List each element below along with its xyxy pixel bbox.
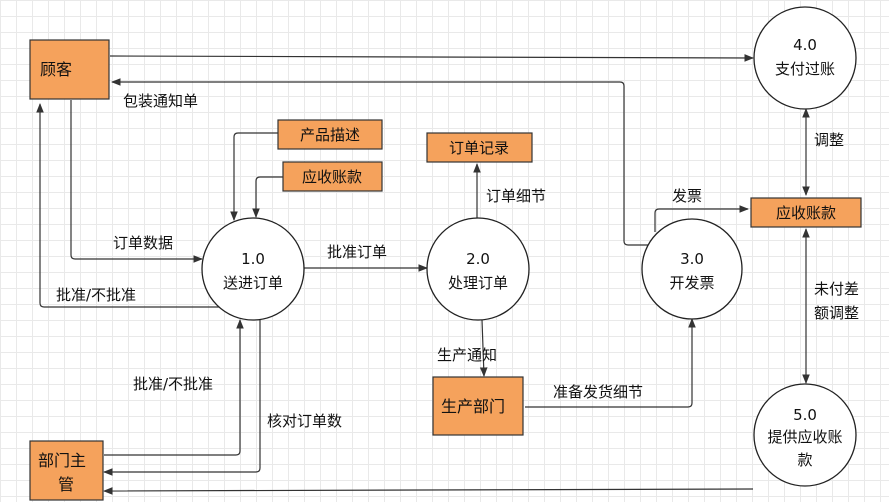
entity-dept-manager-label-1: 部门主 [38, 451, 86, 470]
label-approved-order: 批准订单 [327, 243, 387, 261]
label-adjust: 调整 [814, 131, 844, 149]
process-5-number: 5.0 [793, 406, 817, 424]
process-3-name: 开发票 [669, 274, 714, 292]
flow-approve-reject-1 [36, 103, 222, 308]
entity-customer: 顾客 [29, 39, 110, 100]
label-order-detail: 订单细节 [486, 187, 546, 205]
entity-dept-manager: 部门主 管 [29, 440, 104, 501]
label-production-notice: 生产通知 [437, 346, 497, 364]
flow-packing-notice [111, 78, 654, 246]
label-check-order-count: 核对订单数 [267, 412, 342, 430]
label-unpaid-adjust-2: 额调整 [814, 304, 859, 322]
process-4-name: 支付过账 [775, 60, 835, 78]
process-2: 2.0 处理订单 [426, 217, 530, 321]
flow-labels: 包装通知单 订单数据 批准/不批准 批准订单 订单细节 生产通知 批准/不批准 … [56, 92, 859, 430]
process-5: 5.0 提供应收账 款 [753, 383, 857, 487]
process-4: 4.0 支付过账 [753, 6, 857, 110]
flow-p5-to-dept-manager [103, 487, 754, 495]
label-packing-notice: 包装通知单 [123, 92, 198, 110]
entity-customer-label: 顾客 [40, 60, 72, 79]
flow-product-desc [230, 132, 278, 221]
store-order-record: 订单记录 [426, 132, 533, 163]
label-unpaid-adjust-1: 未付差 [814, 280, 859, 298]
entity-production-dept: 生产部门 [432, 376, 524, 436]
store-receivable-right-label: 应收账款 [776, 204, 836, 222]
label-invoice: 发票 [672, 187, 702, 205]
process-4-number: 4.0 [793, 36, 817, 54]
flow-approve-reject-2 [104, 319, 244, 456]
entity-production-dept-label: 生产部门 [441, 397, 505, 416]
store-receivable-right: 应收账款 [750, 197, 862, 228]
flow-invoice [654, 205, 749, 232]
flow-receivable-left [252, 176, 283, 218]
label-order-data: 订单数据 [113, 234, 173, 252]
label-approve-reject-2: 批准/不批准 [133, 375, 213, 393]
store-order-record-label: 订单记录 [449, 139, 509, 157]
store-product-desc-label: 产品描述 [300, 126, 360, 144]
process-3-number: 3.0 [680, 250, 704, 268]
process-2-name: 处理订单 [448, 274, 508, 292]
process-2-number: 2.0 [466, 250, 490, 268]
flow-check-order-count [103, 320, 261, 476]
flow-ship-detail [525, 318, 696, 408]
flow-order-data [70, 100, 203, 263]
process-1-name: 送进订单 [223, 274, 283, 292]
store-receivable-left-label: 应收账款 [302, 168, 362, 186]
process-1: 1.0 送进订单 [201, 217, 305, 321]
store-receivable-left: 应收账款 [282, 161, 383, 192]
label-ship-detail: 准备发货细节 [553, 383, 643, 401]
label-approve-reject-1: 批准/不批准 [56, 286, 136, 304]
process-3: 3.0 开发票 [641, 218, 743, 320]
entity-dept-manager-label-2: 管 [58, 475, 74, 494]
flow-customer-to-p4 [109, 54, 754, 62]
flow-lines [36, 54, 810, 495]
store-product-desc: 产品描述 [277, 119, 383, 150]
process-5-name-1: 提供应收账 [767, 428, 842, 446]
flow-production-notice [479, 319, 488, 377]
process-5-name-2: 款 [797, 451, 812, 469]
process-1-number: 1.0 [241, 250, 265, 268]
